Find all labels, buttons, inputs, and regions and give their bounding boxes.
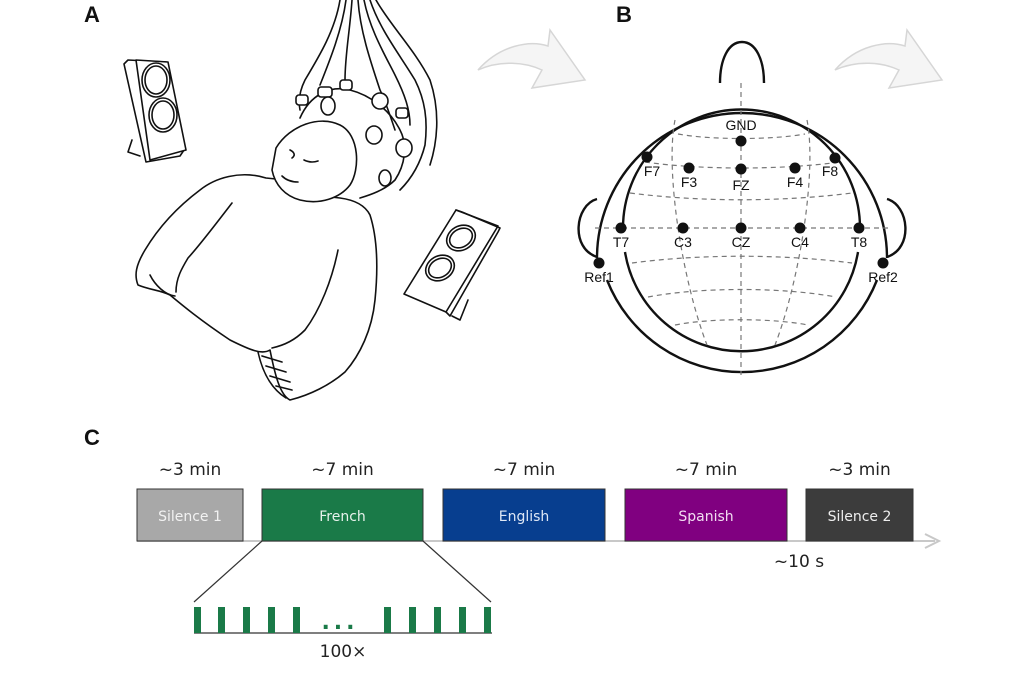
- electrode-f7: F7: [641, 151, 661, 179]
- panel-label-c: C: [84, 425, 100, 450]
- block-duration: ~3 min: [828, 460, 891, 480]
- nose-outline: [718, 40, 766, 84]
- electrode-c3: C3: [674, 222, 692, 250]
- electrode-dot: [615, 222, 627, 234]
- block-duration: ~7 min: [493, 460, 556, 480]
- block-label: Silence 2: [828, 509, 892, 525]
- outer-head-outline: [595, 111, 889, 259]
- electrode-dot: [735, 135, 747, 147]
- panel-label-b: B: [616, 2, 632, 27]
- stimulus-bar: [293, 607, 300, 633]
- electrode-dot: [853, 222, 865, 234]
- electrode-label: F3: [681, 174, 698, 190]
- electrode-dot: [789, 162, 801, 174]
- block-french: French ~7 min: [261, 460, 424, 542]
- electrode-label: T8: [851, 234, 868, 250]
- zoom-line-left: [193, 540, 263, 603]
- curved-arrow-icon: [834, 27, 944, 89]
- left-ear-outline: [577, 197, 598, 259]
- electrode-c4: C4: [791, 222, 809, 250]
- electrode-label: GND: [725, 117, 756, 133]
- electrode-f8: F8: [822, 152, 841, 179]
- electrode-t8: T8: [851, 222, 868, 250]
- block-rect: [442, 488, 606, 542]
- stimulus-bar: [194, 607, 201, 633]
- electrode-label: C3: [674, 234, 692, 250]
- block-spanish: Spanish ~7 min: [624, 460, 788, 542]
- stimulus-bar: [384, 607, 391, 633]
- electrode-dot: [683, 162, 695, 174]
- electrode-dot: [735, 163, 747, 175]
- gap-label: ~10 s: [774, 552, 824, 572]
- electrode-dot: [735, 222, 747, 234]
- right-ear-outline: [886, 197, 907, 259]
- stimulus-bar: [434, 607, 441, 633]
- stimulus-train: [194, 607, 491, 633]
- electrode-t7: T7: [613, 222, 630, 250]
- electrode-dot: [877, 257, 889, 269]
- electrode-label: F8: [822, 163, 839, 179]
- stimulus-bar: [484, 607, 491, 633]
- electrode-label: F7: [644, 163, 661, 179]
- panel-a: [123, 0, 501, 401]
- block-duration: ~7 min: [311, 460, 374, 480]
- block-silence-2: Silence 2 ~3 min: [805, 460, 914, 542]
- block-label: Spanish: [678, 509, 733, 525]
- stimulus-bar: [218, 607, 225, 633]
- electrode-dot: [829, 152, 841, 164]
- repeat-label: 100×: [320, 642, 367, 662]
- electrode-dot: [794, 222, 806, 234]
- curved-arrow-icon: [477, 27, 587, 89]
- electrode-dot: [593, 257, 605, 269]
- block-rect: [624, 488, 788, 542]
- block-rect: [136, 488, 244, 542]
- electrode-ref1: Ref1: [584, 257, 614, 285]
- electrode-fz: FZ: [732, 163, 750, 193]
- electrode-cz: CZ: [732, 222, 751, 250]
- ellipsis: ...: [321, 610, 358, 635]
- block-duration: ~3 min: [159, 460, 222, 480]
- electrode-label: T7: [613, 234, 630, 250]
- infant-with-eeg-cap-illustration: [135, 0, 438, 401]
- block-label: Silence 1: [158, 509, 222, 525]
- block-rect: [261, 488, 424, 542]
- block-label: French: [319, 509, 366, 525]
- speaker-icon: [123, 59, 187, 163]
- stimulus-bar: [459, 607, 466, 633]
- electrode-label: C4: [791, 234, 809, 250]
- block-rect: [805, 488, 914, 542]
- electrode-label: Ref1: [584, 269, 614, 285]
- stimulus-bar: [268, 607, 275, 633]
- electrode-dot: [677, 222, 689, 234]
- stimulus-bar: [409, 607, 416, 633]
- panel-label-a: A: [84, 2, 100, 27]
- electrode-f4: F4: [787, 162, 804, 190]
- timeline-arrowhead-icon: [924, 533, 942, 549]
- electrode-gnd: GND: [725, 117, 757, 147]
- electrode-label: CZ: [732, 234, 751, 250]
- block-english: English ~7 min: [442, 460, 606, 542]
- electrode-label: FZ: [732, 177, 750, 193]
- inner-head-outline: [621, 108, 862, 229]
- electrode-dot: [641, 151, 653, 163]
- block-duration: ~7 min: [675, 460, 738, 480]
- stimulus-bar: [243, 607, 250, 633]
- block-label: English: [499, 509, 550, 525]
- electrode-ref2: Ref2: [868, 257, 898, 285]
- block-silence-1: Silence 1 ~3 min: [136, 460, 244, 542]
- speaker-icon: [403, 209, 501, 321]
- electrode-label: Ref2: [868, 269, 898, 285]
- zoom-line-right: [422, 540, 492, 603]
- electrode-f3: F3: [681, 162, 698, 190]
- electrode-label: F4: [787, 174, 804, 190]
